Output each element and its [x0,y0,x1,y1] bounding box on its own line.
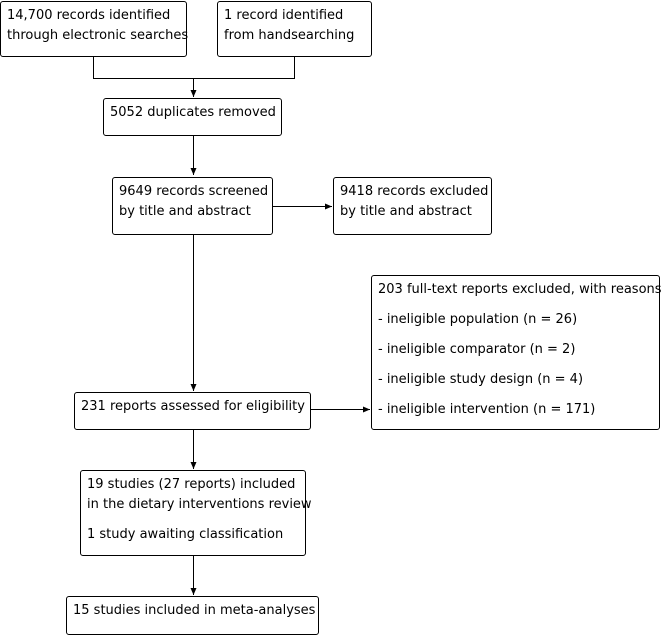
box-records-excluded: 9418 records excluded by title and abstr… [333,177,492,235]
exclusion-reason: - ineligible comparator (n = 2) [378,342,576,357]
box-text: 1 record identified [224,8,344,23]
box-handsearching: 1 record identified from handsearching [217,1,372,57]
box-fulltext-excluded: 203 full-text reports excluded, with rea… [371,275,661,430]
box-text: by title and abstract [119,204,251,219]
box-text: 231 reports assessed for eligibility [81,399,305,414]
box-electronic-searches: 14,700 records identified through electr… [0,1,189,57]
box-heading: 203 full-text reports excluded, with rea… [378,282,661,297]
connector-electronic-merge [93,57,194,79]
box-text: 15 studies included in meta-analyses [73,603,316,618]
box-text: in the dietary interventions review [87,497,312,512]
exclusion-reason: - ineligible study design (n = 4) [378,372,584,387]
box-records-screened: 9649 records screened by title and abstr… [112,177,273,235]
box-included-review: 19 studies (27 reports) included in the … [80,470,312,556]
box-text: through electronic searches [7,28,189,43]
box-text: 9649 records screened [119,184,269,199]
exclusion-reason: - ineligible population (n = 26) [378,312,578,327]
connector-handsearch-merge [193,57,295,79]
box-assessed-eligibility: 231 reports assessed for eligibility [74,392,311,430]
exclusion-reason: - ineligible intervention (n = 171) [378,402,596,417]
box-text: by title and abstract [340,204,472,219]
box-text: from handsearching [224,28,355,43]
box-duplicates-removed: 5052 duplicates removed [103,98,282,136]
box-text: 5052 duplicates removed [110,105,276,120]
box-text: 19 studies (27 reports) included [87,477,296,492]
box-meta-analyses: 15 studies included in meta-analyses [66,596,319,635]
box-awaiting-classification: 1 study awaiting classification [87,527,284,542]
box-text: 14,700 records identified [7,8,171,23]
box-text: 9418 records excluded [340,184,489,199]
